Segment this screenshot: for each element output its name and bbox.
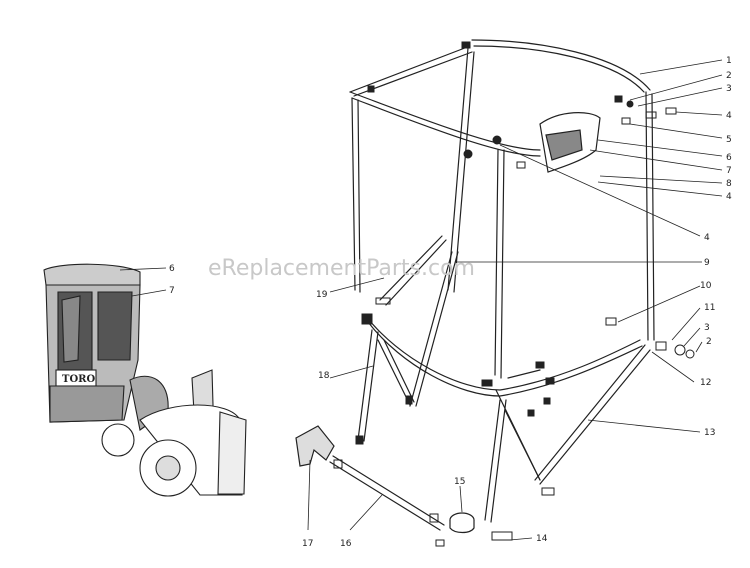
callout-16: 16	[340, 539, 352, 549]
callout-4: 4	[704, 233, 710, 243]
latch-cover	[539, 112, 601, 173]
leader-lines	[119, 59, 723, 541]
callout-12: 12	[700, 378, 711, 388]
callout-17: 17	[302, 539, 313, 549]
brand-label: TORO	[62, 374, 95, 385]
clamp	[449, 512, 475, 534]
callout-5: 5	[726, 135, 732, 145]
callout-18: 18	[318, 371, 330, 381]
callout-4: 4	[726, 111, 732, 121]
snowthrower-with-cab	[43, 263, 247, 497]
callout-11: 11	[704, 303, 715, 313]
callout-9: 9	[704, 258, 710, 268]
callout-6: 6	[169, 264, 175, 274]
callout-2: 2	[706, 337, 712, 347]
callout-4: 4	[726, 192, 732, 202]
callout-14: 14	[536, 534, 548, 544]
hardware	[333, 41, 695, 547]
cab-frame	[329, 39, 655, 531]
callout-2: 2	[726, 71, 732, 81]
callout-13: 13	[704, 428, 715, 438]
watermark: eReplacementParts.com	[208, 256, 475, 281]
callout-6: 6	[726, 153, 732, 163]
callout-19: 19	[316, 290, 328, 300]
callout-7: 7	[726, 166, 732, 176]
callout-8: 8	[726, 179, 732, 189]
bracket	[295, 425, 335, 467]
callout-15: 15	[454, 477, 465, 487]
callout-10: 10	[700, 281, 712, 291]
callout-1: 1	[726, 56, 732, 66]
callout-7: 7	[169, 286, 175, 296]
callout-3: 3	[704, 323, 710, 333]
callout-labels: 1 2 3 4 5 6 7 8 4 4 9 10 11 3 2 12 13 14…	[169, 56, 732, 549]
callout-3: 3	[726, 84, 732, 94]
